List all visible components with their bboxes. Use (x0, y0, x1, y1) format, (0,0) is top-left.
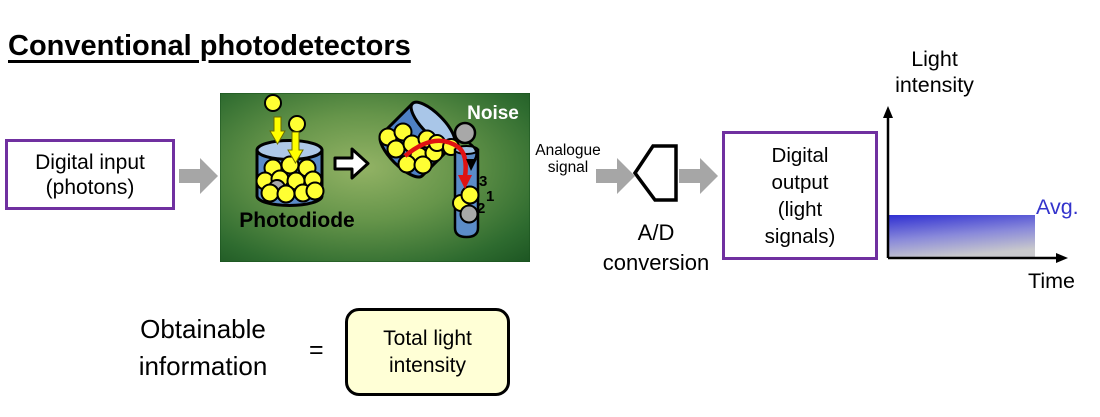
intensity-time-chart (883, 106, 1068, 263)
photon-ball-icon (288, 115, 306, 133)
total-light-line1: Total light (383, 327, 472, 350)
flow-arrow-icon-3 (679, 158, 718, 194)
photodiode-illustration (220, 93, 530, 262)
page-title: Conventional photodetectors (8, 30, 411, 62)
chart-y-label-line1: Light (911, 47, 958, 71)
right-arrow-icon (596, 158, 635, 194)
obtainable-line1: Obtainable (140, 314, 266, 344)
total-light-line2: intensity (388, 354, 467, 377)
collection-tube-icon (452, 145, 480, 239)
total-light-intensity-box: Total light intensity (345, 308, 510, 396)
photon-arrow-icon (287, 131, 304, 165)
avg-label: Avg. (1036, 195, 1079, 219)
noise-ball-icon (453, 121, 477, 145)
ad-conversion-line2: conversion (602, 250, 710, 275)
photon-arrow-icon (269, 116, 286, 146)
tube-number-3: 3 (479, 173, 488, 190)
average-intensity-band (889, 215, 1035, 258)
photodiode-label: Photodiode (239, 209, 355, 232)
y-axis-arrow-icon (883, 106, 893, 118)
right-arrow-icon (679, 158, 718, 194)
flow-arrow-icon-1 (179, 158, 218, 194)
photon-balls-in-bucket (255, 155, 325, 204)
incoming-photons (264, 94, 306, 165)
right-arrow-icon (179, 158, 218, 194)
chart-x-axis-label: Time (1028, 269, 1075, 293)
digital-output-line1: Digital (771, 143, 829, 167)
digital-input-box: Digital input (photons) (5, 139, 175, 210)
flow-arrow-icon-2 (596, 158, 635, 194)
digital-input-line2: (photons) (45, 175, 135, 199)
obtainable-line2: information (138, 351, 268, 381)
digital-output-line2: output (771, 170, 829, 194)
chart-y-label-line2: intensity (895, 73, 974, 97)
digital-output-line3: (light (777, 197, 823, 221)
x-axis-arrow-icon (1056, 253, 1068, 263)
signal-path-arrow-icon (403, 138, 472, 189)
analogue-signal-label: Analogue signal (524, 142, 612, 176)
chart-y-axis-label: Light intensity (872, 46, 997, 98)
ad-conversion-label: A/D conversion (578, 218, 734, 278)
digital-output-line4: signals) (764, 224, 836, 248)
photon-ball-in-tube-icon (460, 185, 480, 205)
ad-conversion-line1: A/D (637, 220, 675, 245)
noise-ball-in-tube-icon (459, 204, 479, 224)
analogue-signal-line1: Analogue (535, 142, 601, 159)
equals-sign: = (309, 336, 324, 364)
analogue-signal-line2: signal (547, 159, 589, 176)
ad-converter-icon (632, 144, 678, 202)
tube-number-1: 1 (486, 188, 495, 205)
digital-input-line1: Digital input (35, 150, 145, 174)
white-arrow-icon (333, 147, 370, 180)
digital-output-box: Digital output (light signals) (722, 131, 878, 260)
noise-label: Noise (467, 103, 519, 124)
noise-arrow-icon (466, 141, 478, 171)
photon-ball-icon (264, 94, 282, 112)
tube-number-2: 2 (477, 200, 486, 217)
obtainable-information-label: Obtainable information (108, 311, 298, 385)
